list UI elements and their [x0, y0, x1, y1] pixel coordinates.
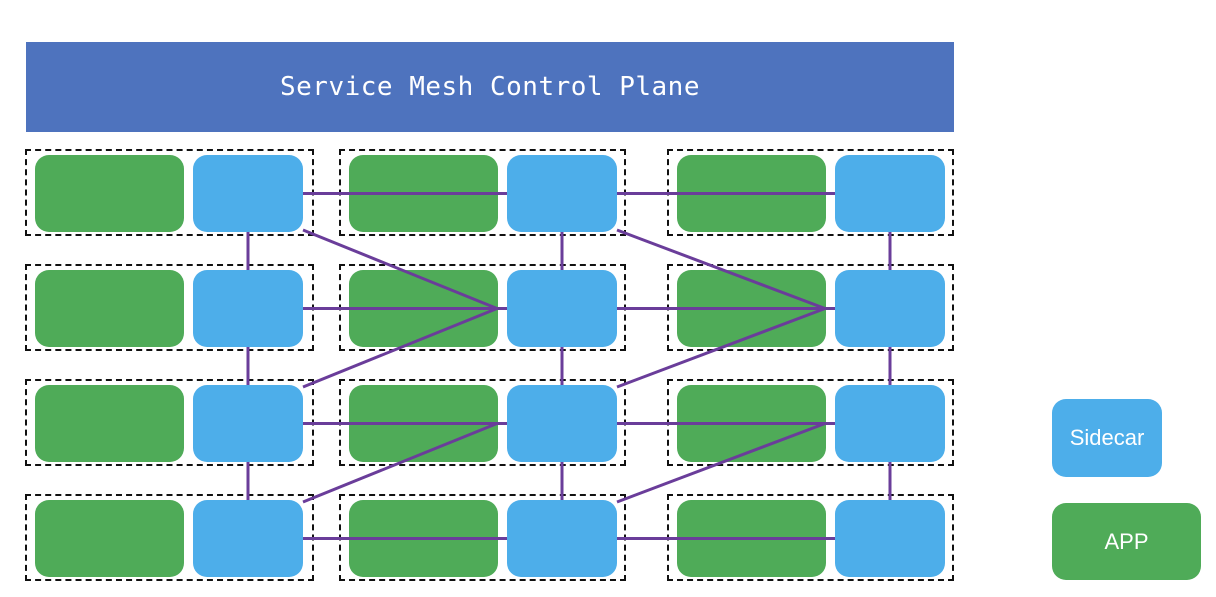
sidecar-proxy: [507, 385, 617, 462]
app-container: [677, 155, 826, 232]
app-container: [35, 270, 184, 347]
app-container: [349, 385, 498, 462]
app-container: [677, 500, 826, 577]
app-container: [35, 385, 184, 462]
sidecar-proxy: [835, 385, 945, 462]
app-container: [349, 500, 498, 577]
legend-app-label: APP: [1104, 528, 1149, 554]
control-plane-title: Service Mesh Control Plane: [280, 72, 700, 102]
app-container: [35, 155, 184, 232]
app-container: [349, 270, 498, 347]
sidecar-proxy: [193, 155, 303, 232]
sidecar-proxy: [835, 155, 945, 232]
sidecar-proxy: [835, 500, 945, 577]
sidecar-proxy: [507, 270, 617, 347]
sidecar-proxy: [193, 270, 303, 347]
app-container: [677, 270, 826, 347]
app-container: [35, 500, 184, 577]
legend-app: APP: [1052, 503, 1201, 580]
sidecar-proxy: [193, 385, 303, 462]
control-plane-banner: Service Mesh Control Plane: [26, 42, 954, 132]
legend-sidecar: Sidecar: [1052, 399, 1162, 477]
sidecar-proxy: [507, 155, 617, 232]
sidecar-proxy: [193, 500, 303, 577]
app-container: [677, 385, 826, 462]
app-container: [349, 155, 498, 232]
sidecar-proxy: [835, 270, 945, 347]
legend-sidecar-label: Sidecar: [1069, 425, 1145, 450]
sidecar-proxy: [507, 500, 617, 577]
